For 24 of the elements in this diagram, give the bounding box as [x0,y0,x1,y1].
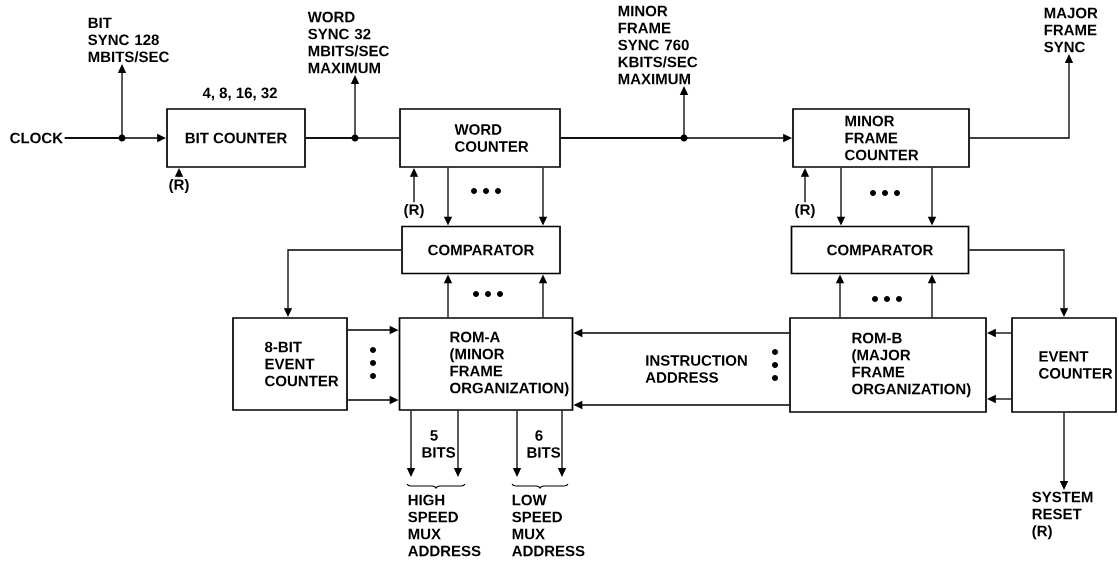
edge-label: 6 BITS [525,429,561,459]
block-box: BIT COUNTER [166,108,306,168]
signal-label: SYSTEM RESET (R) [1032,491,1093,540]
block-box: MINOR FRAME COUNTER [792,108,970,168]
beside-label: 4, 8, 16, 32 [202,87,277,101]
signal-label: (R) [169,179,189,193]
signal-label: MINOR FRAME SYNC 760 KBITS/SEC MAXIMUM [618,5,698,85]
block-box: ROM-B (MAJOR FRAME ORGANIZATION) [789,317,987,413]
block-box: WORD COUNTER [399,108,561,168]
signal-label: (R) [404,204,424,218]
block-box: EVENT COUNTER [1011,317,1117,413]
signal-label: BIT SYNC 128 MBITS/SEC [88,17,169,63]
signal-label: (R) [795,204,815,218]
signal-label: WORD SYNC 32 MBITS/SEC MAXIMUM [307,11,389,74]
edge-label: 5 BITS [420,429,456,459]
block-box: COMPARATOR [401,225,561,275]
signal-label: LOW SPEED MUX ADDRESS [512,494,585,557]
edge-label: INSTRUCTION ADDRESS [644,354,747,384]
block-box: COMPARATOR [790,225,970,275]
signal-label: CLOCK [10,132,63,144]
signal-label: HIGH SPEED MUX ADDRESS [408,494,481,557]
signal-label: MAJOR FRAME SYNC [1044,7,1098,53]
block-box: 8-BIT EVENT COUNTER [232,317,348,411]
block-box: ROM-A (MINOR FRAME ORGANIZATION) [398,317,574,411]
